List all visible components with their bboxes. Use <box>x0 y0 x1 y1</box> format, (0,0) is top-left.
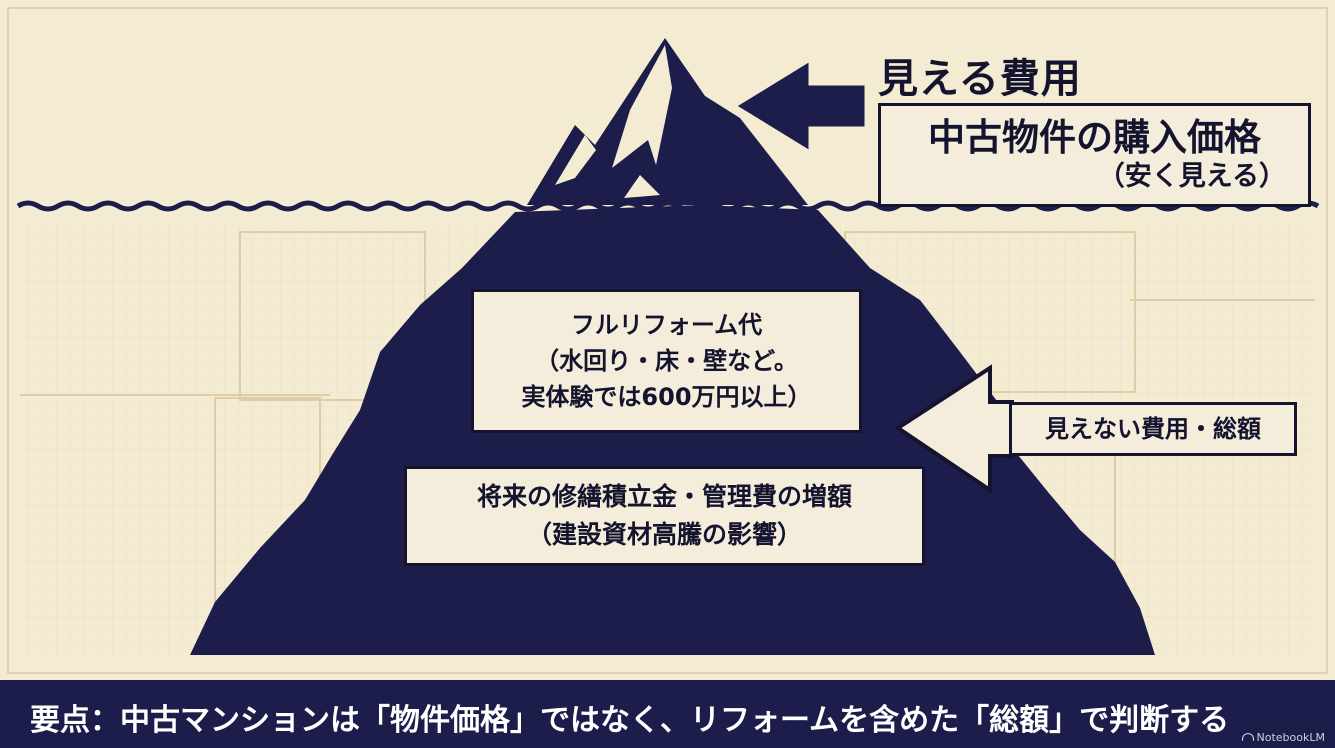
iceberg-snow <box>555 45 672 198</box>
summary-text: 要点：中古マンションは「物件価格」ではなく、リフォームを含めた「総額」で判断する <box>30 703 1230 738</box>
purchase-price-box: 中古物件の購入価格 （安く見える） <box>878 103 1311 207</box>
full-reform-box: フルリフォーム代 （水回り・床・壁など。 実体験では600万円以上） <box>471 289 862 433</box>
full-reform-title: フルリフォーム代 <box>570 311 763 339</box>
iceberg-tip <box>527 38 808 205</box>
hidden-costs-label: 見えない費用・総額 <box>1045 415 1261 443</box>
repair-reserve-title: 将来の修繕積立金・管理費の増額 <box>476 482 852 511</box>
purchase-price-label: 中古物件の購入価格 <box>928 116 1261 159</box>
page-frame <box>7 7 1328 674</box>
repair-reserve-box: 将来の修繕積立金・管理費の増額 （建設資材高騰の影響） <box>404 466 925 566</box>
visible-cost-arrow <box>732 57 868 155</box>
watermark-label: NotebookLM <box>1256 731 1325 744</box>
repair-reserve-note: （建設資材高騰の影響） <box>526 520 802 549</box>
visible-costs-heading: 見える費用 <box>878 56 1082 102</box>
summary-bar: 要点：中古マンションは「物件価格」ではなく、リフォームを含めた「総額」で判断する… <box>0 680 1335 748</box>
full-reform-detail: （水回り・床・壁など。 <box>535 347 798 375</box>
hidden-costs-box: 見えない費用・総額 <box>1009 402 1297 456</box>
purchase-price-note: （安く見える） <box>1097 161 1286 192</box>
full-reform-cost: 実体験では600万円以上） <box>521 383 812 411</box>
notebook-logo-icon <box>1241 733 1254 741</box>
watermark: NotebookLM <box>1241 731 1325 744</box>
